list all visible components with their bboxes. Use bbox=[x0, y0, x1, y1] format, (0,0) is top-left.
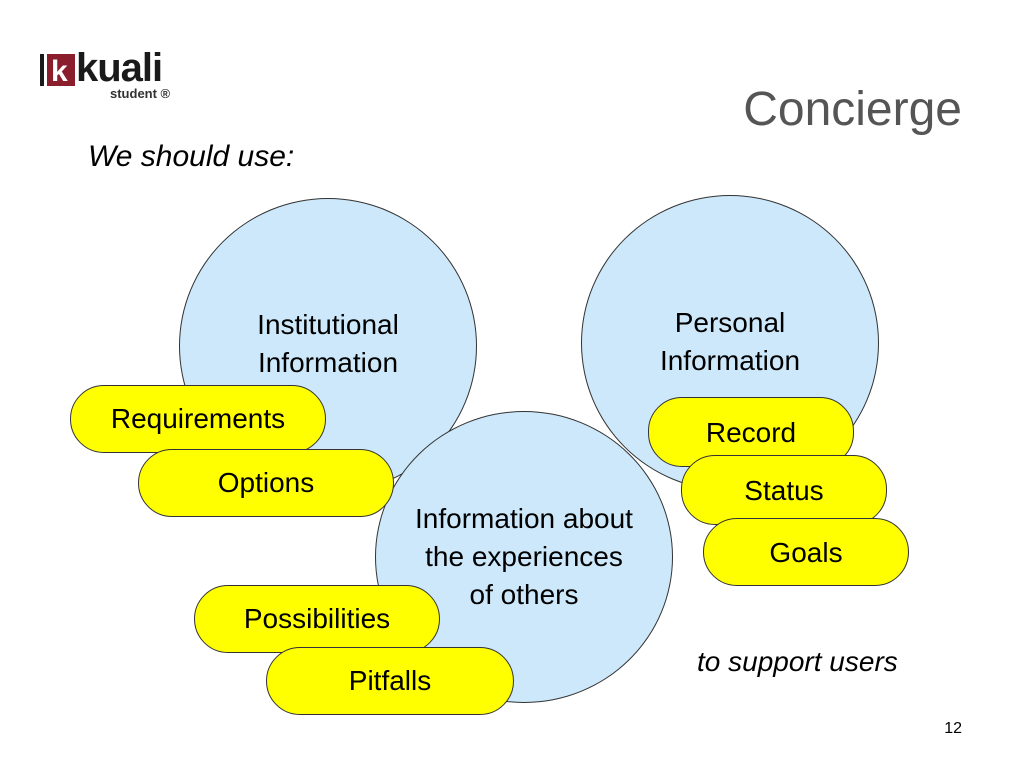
others-line-3: of others bbox=[469, 579, 579, 610]
kuali-student-logo: k kuali student ® bbox=[40, 46, 200, 106]
logo-sub-text: student ® bbox=[110, 86, 171, 101]
support-users-text: to support users bbox=[697, 646, 898, 677]
possibilities-pill: Possibilities bbox=[194, 585, 440, 653]
institutional-information-label: Institutional Information bbox=[200, 306, 456, 382]
others-line-1: Information about bbox=[415, 503, 633, 534]
kuali-logo-mark: k bbox=[40, 54, 75, 88]
others-experiences-label: Information about the experiences of oth… bbox=[380, 500, 668, 614]
institutional-line-1: Institutional bbox=[257, 309, 399, 340]
requirements-pill: Requirements bbox=[70, 385, 326, 453]
logo-brand-text: kuali bbox=[76, 46, 163, 90]
slide-title: Concierge bbox=[743, 83, 962, 136]
svg-text:k: k bbox=[51, 55, 68, 88]
institutional-line-2: Information bbox=[257, 347, 399, 378]
page-number: 12 bbox=[944, 720, 962, 737]
pitfalls-pill: Pitfalls bbox=[266, 647, 514, 715]
intro-text: We should use: bbox=[88, 140, 295, 173]
others-line-2: the experiences bbox=[425, 541, 623, 572]
status-pill: Status bbox=[681, 455, 887, 525]
goals-pill: Goals bbox=[703, 518, 909, 586]
personal-information-label: Personal Information bbox=[601, 304, 859, 380]
personal-line-1: Personal bbox=[674, 307, 786, 338]
personal-line-2: Information bbox=[659, 345, 801, 376]
options-pill: Options bbox=[138, 449, 394, 517]
